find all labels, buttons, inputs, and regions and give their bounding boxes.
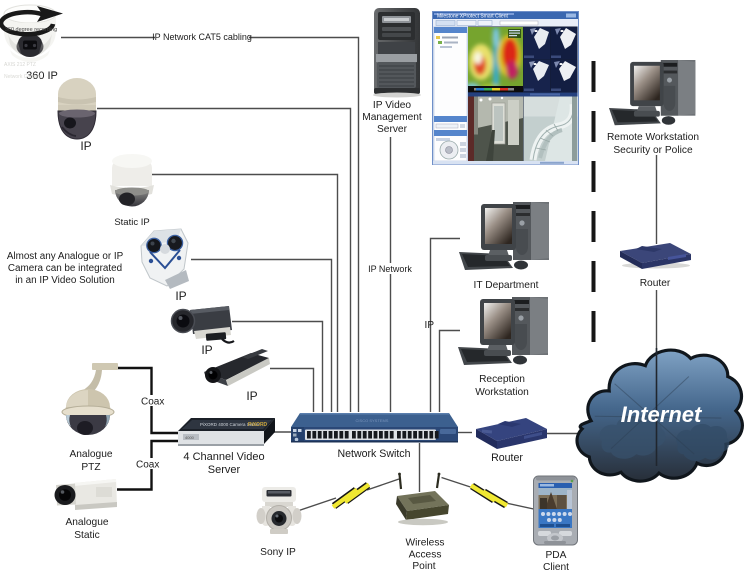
svg-text:Point: Point <box>412 561 435 572</box>
svg-text:Server: Server <box>208 464 241 476</box>
svg-text:Coax: Coax <box>136 460 159 471</box>
svg-text:Milestone XProtect Smart Clien: Milestone XProtect Smart Client <box>437 14 508 20</box>
svg-text:IP: IP <box>80 139 91 153</box>
svg-text:PiXORD 4000 Camera Server: PiXORD 4000 Camera Server <box>200 422 261 427</box>
svg-text:IP Network CAT5 cabling: IP Network CAT5 cabling <box>152 32 252 42</box>
svg-text:360 degree recording: 360 degree recording <box>5 27 57 33</box>
svg-text:Reception: Reception <box>479 374 525 385</box>
svg-text:Almost any Analogue or IP: Almost any Analogue or IP <box>7 251 124 262</box>
svg-text:Access: Access <box>409 550 442 561</box>
svg-text:Analogue: Analogue <box>69 449 112 460</box>
svg-text:IP Video: IP Video <box>373 100 411 111</box>
svg-text:Workstation: Workstation <box>475 387 529 398</box>
svg-text:Management: Management <box>362 112 422 123</box>
svg-text:Network Camera: Network Camera <box>4 74 42 80</box>
svg-text:Client: Client <box>543 562 569 573</box>
svg-text:PiXORD: PiXORD <box>248 422 268 428</box>
svg-text:PDA: PDA <box>546 550 567 561</box>
svg-text:Coax: Coax <box>141 397 164 408</box>
svg-text:IP Network: IP Network <box>368 264 412 274</box>
svg-text:AXIS 212 PTZ: AXIS 212 PTZ <box>4 62 36 68</box>
svg-text:4000: 4000 <box>185 435 195 440</box>
svg-text:IP: IP <box>425 320 435 331</box>
svg-text:IP: IP <box>175 289 186 303</box>
svg-text:Static: Static <box>74 530 99 541</box>
svg-text:Server: Server <box>377 124 408 135</box>
svg-text:Remote Workstation: Remote Workstation <box>607 132 699 143</box>
svg-text:IT Department: IT Department <box>474 280 539 291</box>
svg-text:Static IP: Static IP <box>114 217 149 228</box>
svg-text:in an IP Video Solution: in an IP Video Solution <box>15 275 115 286</box>
svg-text:Router: Router <box>491 452 523 464</box>
svg-text:4 Channel Video: 4 Channel Video <box>183 451 264 463</box>
svg-text:Internet: Internet <box>621 402 703 427</box>
svg-text:PTZ: PTZ <box>81 462 100 473</box>
svg-text:Wireless: Wireless <box>405 538 444 549</box>
svg-text:Security or Police: Security or Police <box>613 145 693 156</box>
svg-text:Router: Router <box>640 278 671 289</box>
svg-text:IP: IP <box>201 343 212 357</box>
svg-text:Sony IP: Sony IP <box>260 547 296 558</box>
svg-text:Analogue: Analogue <box>65 517 108 528</box>
svg-text:IP: IP <box>246 389 257 403</box>
svg-text:Camera can be integrated: Camera can be integrated <box>8 263 122 274</box>
svg-text:CISCO SYSTEMS: CISCO SYSTEMS <box>356 418 389 423</box>
svg-text:360 IP: 360 IP <box>26 70 58 82</box>
svg-text:Network Switch: Network Switch <box>338 448 411 460</box>
